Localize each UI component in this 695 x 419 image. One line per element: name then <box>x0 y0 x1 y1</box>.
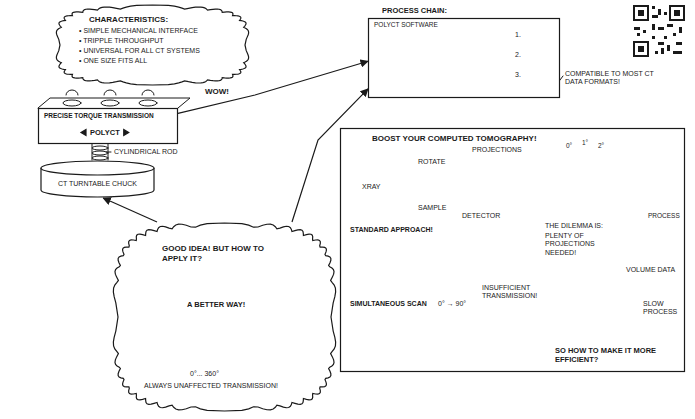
annotation-label: 2° <box>598 142 604 150</box>
node-text: POLYCT <box>90 128 120 137</box>
characteristics-cloud: CHARACTERISTICS: • SIMPLE MECHANICAL INTE… <box>55 4 250 86</box>
annotation-label: 1° <box>582 139 588 147</box>
annotation-label: XRAY <box>362 183 381 191</box>
node-outline <box>40 160 155 198</box>
annotation-label: SAMPLE <box>418 204 446 212</box>
node-text: • TRIPPLE THROUGHPUT <box>79 37 164 45</box>
node-heading: CHARACTERISTICS: <box>89 15 168 25</box>
boost-ct-panel: BOOST YOUR COMPUTED TOMOGRAPHY! <box>340 128 685 372</box>
node-heading: PROCESS CHAIN: <box>382 6 447 15</box>
annotation-label: 2. <box>515 51 521 59</box>
annotation-label: WOW! <box>205 87 229 97</box>
node-text: ALWAYS UNAFFECTED TRANSMISSION! <box>144 382 278 390</box>
annotation-label: SO HOW TO MAKE IT MORE EFFICIENT? <box>555 346 670 364</box>
annotation-label: SLOW PROCESS <box>643 300 678 317</box>
annotation-label: 0° <box>566 142 572 150</box>
annotation-label: DETECTOR <box>462 212 500 220</box>
annotation-label: COMPATIBLE TO MOST CT DATA FORMATS! <box>565 70 665 87</box>
annotation-label: 0°... 360° <box>190 370 219 378</box>
node-text: • SIMPLE MECHANICAL INTERFACE <box>79 27 198 35</box>
node-text: POLYCT SOFTWARE <box>374 21 438 29</box>
qr-code <box>634 6 684 56</box>
node-text: A BETTER WAY! <box>187 300 245 309</box>
annotation-label: STANDARD APPROACH! <box>350 226 433 234</box>
annotation-label: INSUFFICIENT TRANSMISSION! <box>482 284 544 301</box>
node-text: • ONE SIZE FITS ALL <box>79 57 147 65</box>
polyct-device-box: PRECISE TORQUE TRANSMISSION POLYCT <box>38 108 178 144</box>
annotation-label: PLENTY OF PROJECTIONS NEEDED! <box>545 232 617 257</box>
node-outline <box>340 128 685 372</box>
connector-arrow <box>103 198 157 222</box>
idea-cloud: GOOD IDEA! BUT HOW TO APPLY IT? A BETTER … <box>112 222 337 412</box>
process-chain-panel: PROCESS CHAIN: POLYCT SOFTWARE <box>368 6 560 98</box>
annotation-label: 0° → 90° <box>438 300 466 308</box>
node-outline <box>368 6 560 98</box>
annotation-label: ROTATE <box>418 158 445 166</box>
annotation-label: 1. <box>515 31 521 39</box>
annotation-label: CYLINDRICAL ROD <box>114 148 178 156</box>
node-heading: GOOD IDEA! BUT HOW TO APPLY IT? <box>162 244 287 263</box>
annotation-label: PROCESS <box>648 212 680 220</box>
annotation-label: VOLUME DATA <box>626 266 678 274</box>
annotation-label: 3. <box>515 71 521 79</box>
node-heading: CT TURNTABLE CHUCK <box>58 180 137 188</box>
node-heading: PRECISE TORQUE TRANSMISSION <box>44 112 154 120</box>
annotation-label: PROJECTIONS <box>472 146 522 154</box>
annotation-label: SIMULTANEOUS SCAN <box>350 300 427 308</box>
annotation-label: THE DILEMMA IS: <box>545 222 603 230</box>
turntable-chuck: CT TURNTABLE CHUCK <box>40 160 155 198</box>
node-heading: BOOST YOUR COMPUTED TOMOGRAPHY! <box>372 134 537 144</box>
node-text: • UNIVERSAL FOR ALL CT SYSTEMS <box>79 47 200 55</box>
